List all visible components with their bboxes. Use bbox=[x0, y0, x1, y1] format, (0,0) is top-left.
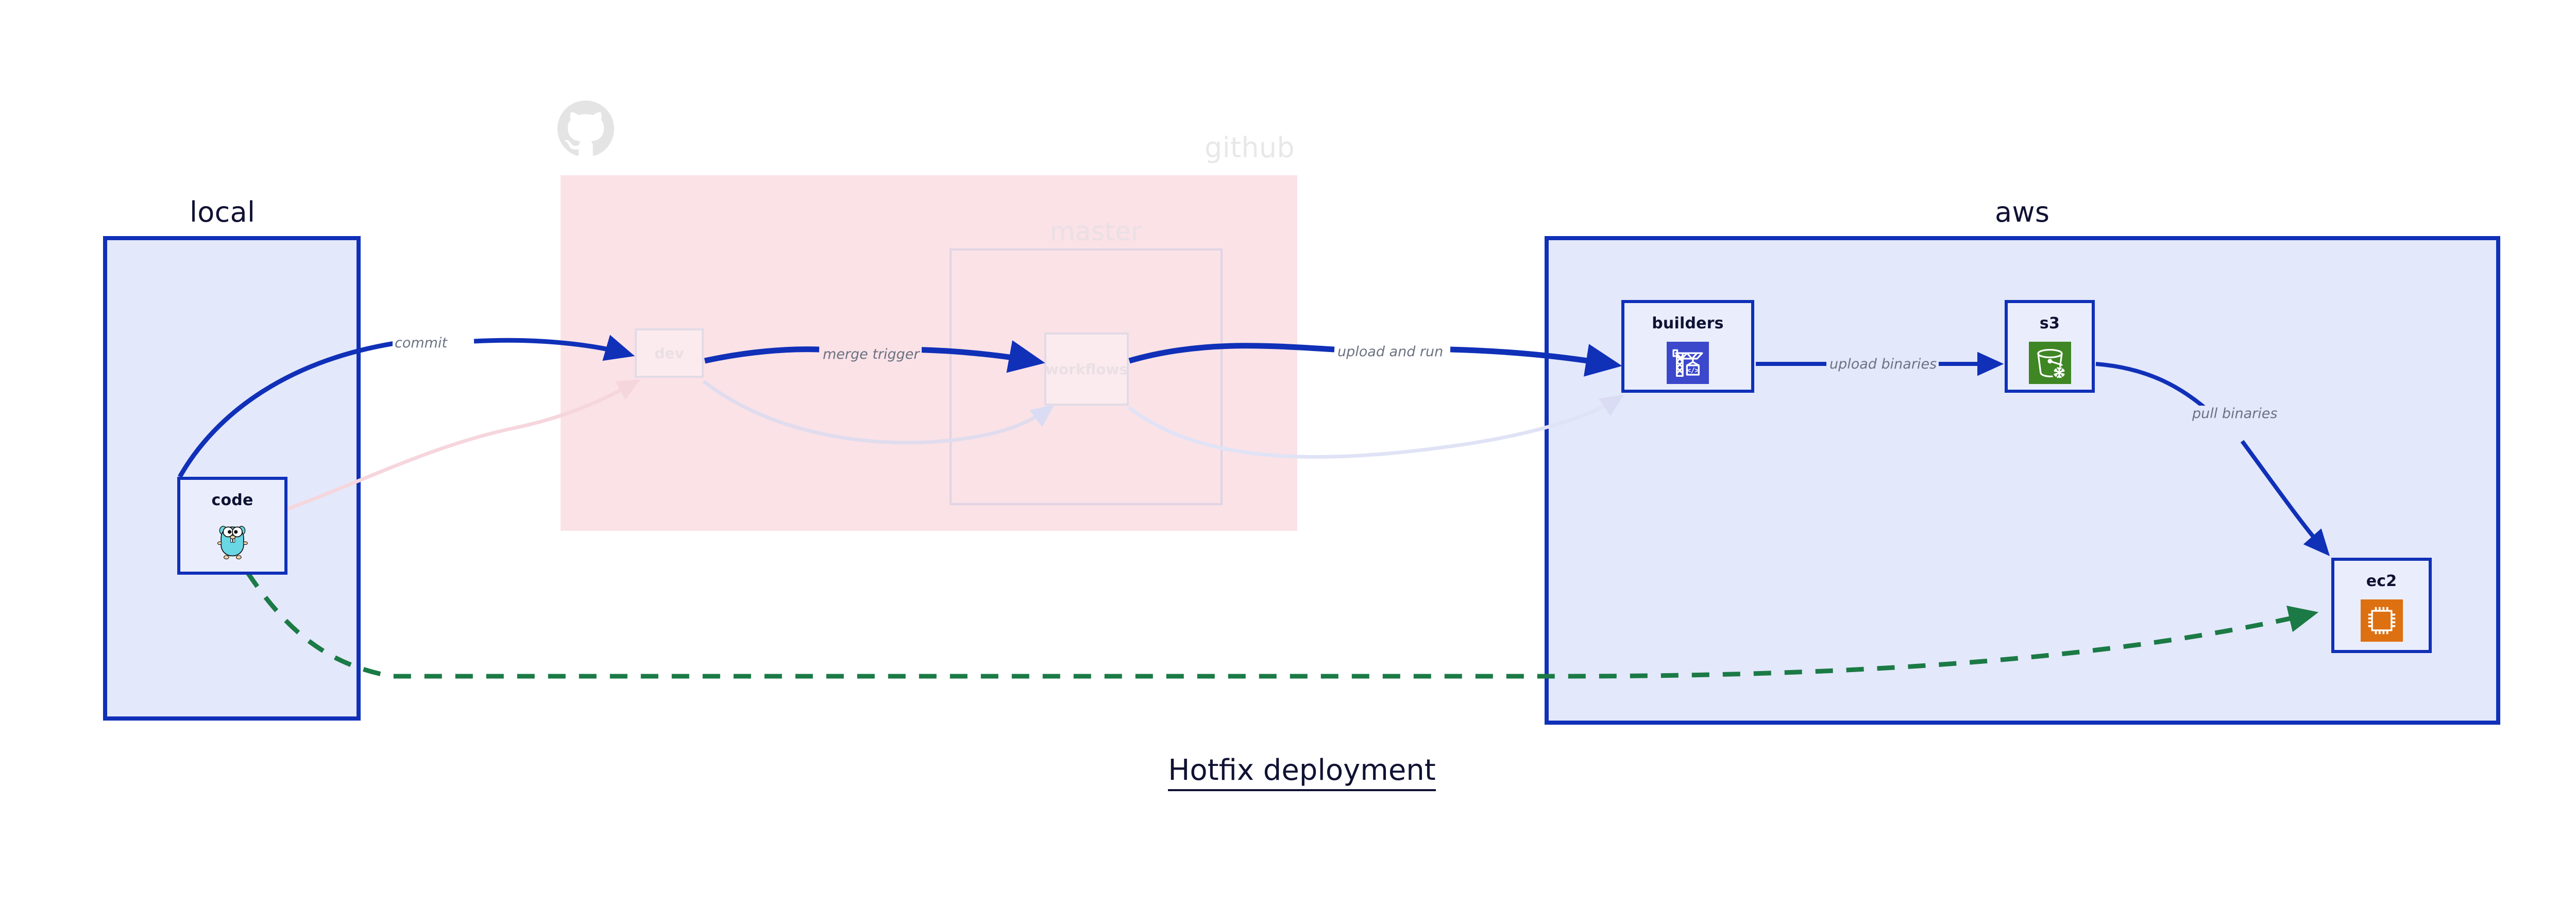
edge-label-pull-binaries: pull binaries bbox=[2190, 406, 2280, 422]
diagram-title-text: Hotfix deployment bbox=[1168, 754, 1436, 791]
github-octocat-icon bbox=[557, 101, 614, 156]
node-code-label: code bbox=[211, 491, 253, 509]
node-code[interactable]: code bbox=[177, 477, 287, 575]
go-gopher-icon bbox=[217, 526, 248, 560]
node-workflows-label: workflows bbox=[1045, 360, 1128, 378]
node-dev-label: dev bbox=[654, 344, 684, 362]
node-ec2[interactable]: ec2 bbox=[2331, 558, 2432, 653]
node-builders-label: builders bbox=[1652, 314, 1724, 332]
diagram-title: Hotfix deployment bbox=[0, 754, 2576, 791]
aws-codebuild-crane-icon: </> bbox=[1667, 342, 1709, 384]
group-aws-label: aws bbox=[1995, 196, 2050, 228]
aws-s3-glacier-bucket-icon bbox=[2028, 342, 2071, 384]
node-dev[interactable]: dev bbox=[635, 328, 704, 378]
aws-ec2-chip-icon bbox=[2360, 599, 2403, 642]
group-master bbox=[950, 248, 1223, 505]
group-github-label: github bbox=[1205, 131, 1295, 164]
edge-label-commit: commit bbox=[393, 335, 450, 351]
node-s3[interactable]: s3 bbox=[2005, 300, 2095, 393]
node-builders[interactable]: builders </> bbox=[1621, 300, 1754, 393]
group-master-label: master bbox=[1050, 216, 1142, 246]
node-workflows[interactable]: workflows bbox=[1044, 332, 1129, 406]
edge-label-upload-binaries: upload binaries bbox=[1827, 356, 1939, 372]
node-ec2-label: ec2 bbox=[2366, 572, 2397, 590]
svg-text:</>: </> bbox=[1687, 367, 1699, 375]
edge-label-upload-and-run: upload and run bbox=[1335, 344, 1446, 360]
group-local-label: local bbox=[190, 196, 256, 228]
node-s3-label: s3 bbox=[2039, 314, 2060, 332]
edge-label-merge-trigger: merge trigger bbox=[821, 346, 922, 362]
